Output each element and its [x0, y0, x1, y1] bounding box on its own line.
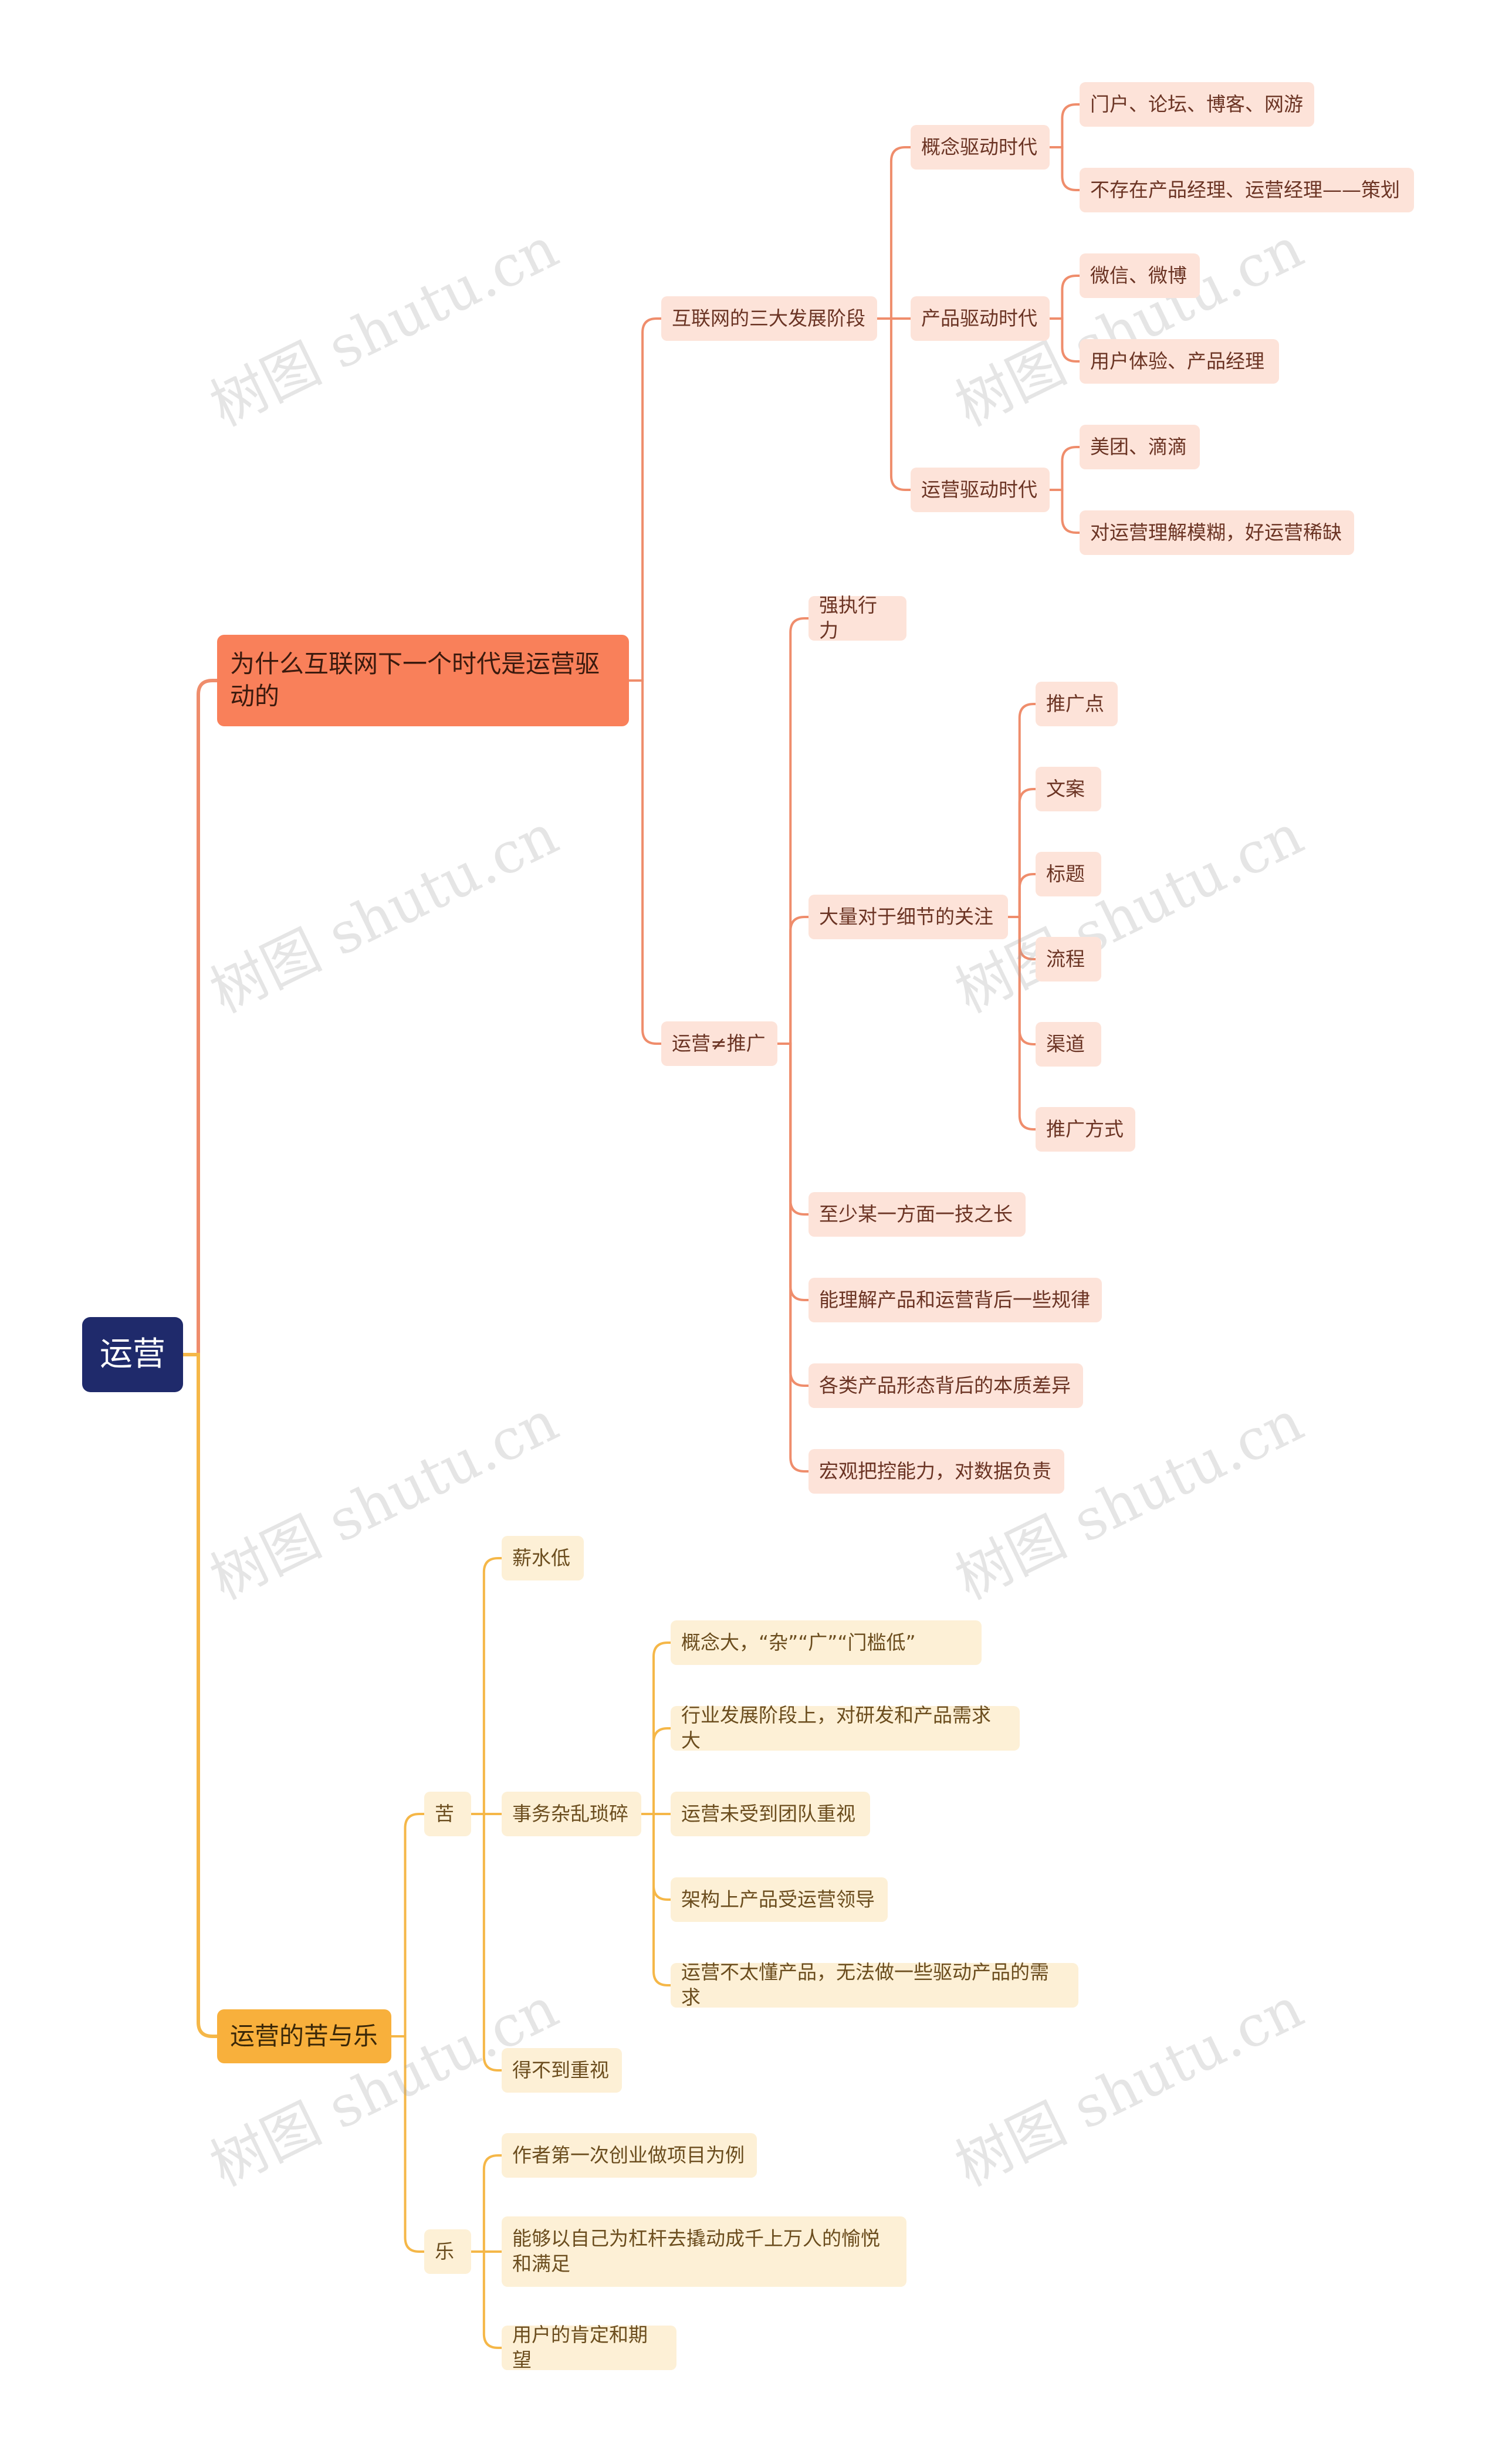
connector-line — [641, 1727, 671, 1815]
topic-node[interactable]: 微信、微博 — [1080, 253, 1200, 298]
topic-node[interactable]: 行业发展阶段上，对研发和产品需求大 — [671, 1704, 1020, 1752]
topic-node[interactable]: 事务杂乱琐碎 — [502, 1792, 641, 1836]
connector-line — [641, 1813, 671, 1901]
connector-line — [471, 2154, 502, 2253]
topic-node[interactable]: 用户的肯定和期望 — [502, 2323, 676, 2371]
connector-line — [471, 2250, 502, 2349]
topic-node[interactable]: 作者第一次创业做项目为例 — [502, 2133, 757, 2178]
topic-node[interactable]: 运营≠推广 — [661, 1021, 777, 1066]
connector-line — [1008, 703, 1036, 918]
connector-line — [391, 2035, 424, 2253]
connector-line — [777, 1043, 808, 1301]
topic-node[interactable]: 各类产品形态背后的本质差异 — [808, 1363, 1083, 1408]
connector-line — [629, 679, 661, 1045]
topic-node[interactable]: 强执行力 — [808, 594, 906, 642]
connector-line — [471, 1813, 502, 2072]
topic-node[interactable]: 苦 — [424, 1792, 471, 1836]
topic-node[interactable]: 文案 — [1036, 767, 1101, 811]
topic-node[interactable]: 运营的苦与乐 — [217, 2009, 391, 2063]
topic-node[interactable]: 运营驱动时代 — [911, 468, 1050, 512]
topic-node[interactable]: 能理解产品和运营背后一些规律 — [808, 1278, 1102, 1322]
topic-node[interactable]: 对运营理解模糊，好运营稀缺 — [1080, 510, 1354, 555]
connector-line — [471, 1557, 502, 1815]
topic-node[interactable]: 乐 — [424, 2229, 471, 2274]
topic-node[interactable]: 不存在产品经理、运营经理——策划 — [1080, 168, 1414, 212]
connector-line — [1008, 916, 1036, 1131]
connector-line — [777, 1043, 808, 1473]
topic-node[interactable]: 得不到重视 — [502, 2048, 622, 2093]
topic-node[interactable]: 推广方式 — [1036, 1107, 1135, 1152]
topic-node[interactable]: 互联网的三大发展阶段 — [661, 296, 877, 341]
connector-line — [1050, 275, 1080, 320]
connector-line — [629, 317, 661, 682]
topic-node[interactable]: 架构上产品受运营领导 — [671, 1877, 888, 1922]
topic-node[interactable]: 能够以自己为杠杆去撬动成千上万人的愉悦和满足 — [502, 2216, 906, 2287]
topic-node[interactable]: 运营不太懂产品，无法做一些驱动产品的需求 — [671, 1961, 1078, 2009]
topic-node[interactable]: 流程 — [1036, 937, 1101, 981]
connector-line — [777, 617, 808, 1045]
connector-line — [1050, 489, 1080, 534]
connector-line — [777, 916, 808, 1045]
topic-node[interactable]: 标题 — [1036, 852, 1101, 896]
connector-line — [1008, 873, 1036, 918]
root-node[interactable]: 运营 — [82, 1317, 183, 1392]
topic-node[interactable]: 渠道 — [1036, 1022, 1101, 1067]
topic-node[interactable]: 至少某一方面一技之长 — [808, 1192, 1026, 1237]
topic-node[interactable]: 大量对于细节的关注 — [808, 895, 1008, 939]
connector-line — [877, 317, 911, 491]
connector-line — [183, 1353, 217, 2038]
topic-node[interactable]: 产品驱动时代 — [911, 296, 1050, 341]
connector-line — [1008, 916, 1036, 1045]
connector-line — [1050, 317, 1080, 363]
topic-node[interactable]: 概念大，“杂”“广”“门槛低” — [671, 1620, 982, 1665]
connector-line — [1008, 916, 1036, 960]
connector-line — [777, 1043, 808, 1216]
connector-line — [391, 1813, 424, 2037]
topic-node[interactable]: 用户体验、产品经理 — [1080, 339, 1279, 384]
connector-line — [1008, 788, 1036, 918]
topic-node[interactable]: 概念驱动时代 — [911, 125, 1050, 170]
connector-line — [1050, 446, 1080, 491]
connector-line — [1050, 103, 1080, 148]
topic-node[interactable]: 薪水低 — [502, 1536, 584, 1580]
topic-node[interactable]: 为什么互联网下一个时代是运营驱动的 — [217, 635, 629, 726]
connector-line — [183, 679, 217, 1356]
topic-node[interactable]: 宏观把控能力，对数据负责 — [808, 1449, 1064, 1494]
topic-node[interactable]: 运营未受到团队重视 — [671, 1792, 870, 1836]
connector-line — [641, 1641, 671, 1815]
connector-line — [1050, 146, 1080, 191]
connector-line — [877, 146, 911, 320]
topic-node[interactable]: 美团、滴滴 — [1080, 425, 1200, 469]
topic-node[interactable]: 推广点 — [1036, 682, 1118, 726]
topic-node[interactable]: 门户、论坛、博客、网游 — [1080, 82, 1314, 127]
connector-line — [641, 1813, 671, 1986]
